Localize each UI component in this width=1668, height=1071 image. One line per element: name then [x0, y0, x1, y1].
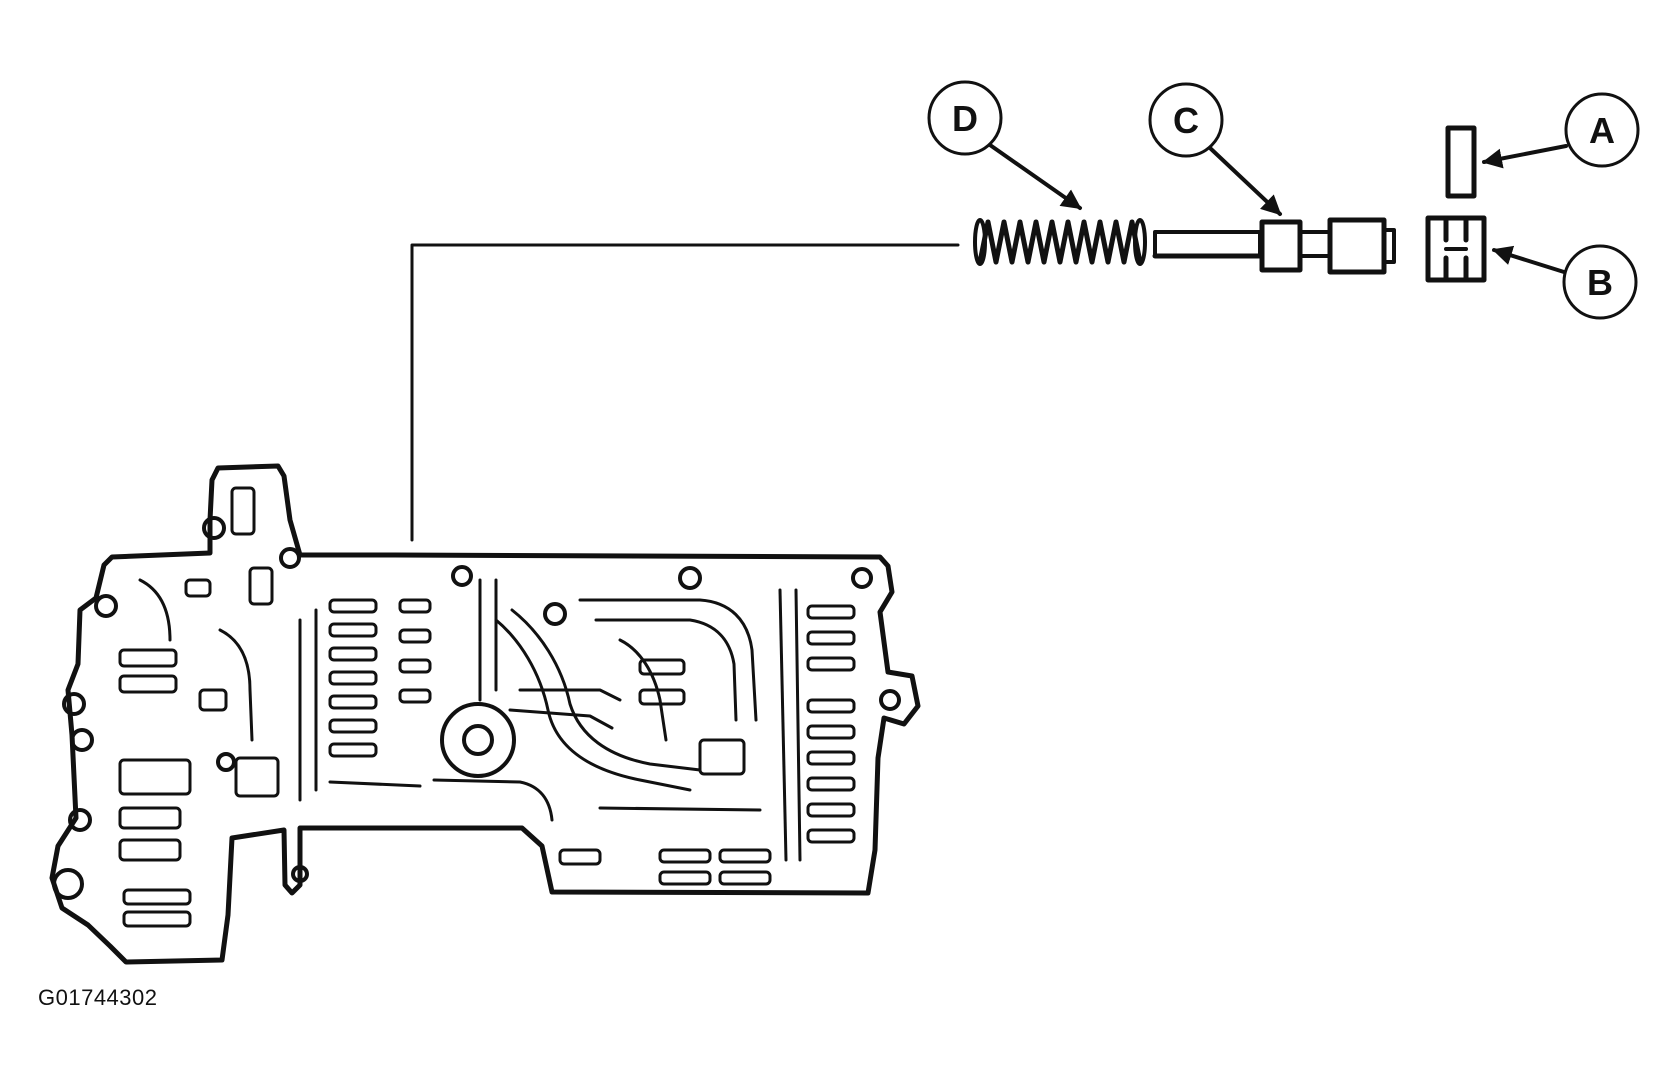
- retainer-part-a: [1445, 125, 1477, 199]
- callout-b-label: B: [1587, 262, 1613, 303]
- callout-d-label: D: [952, 98, 978, 139]
- spring-part-d: [973, 218, 1147, 266]
- callout-c: C: [1148, 82, 1282, 216]
- valve-part-c: [1152, 217, 1396, 275]
- slot-bank-center-left: [328, 598, 432, 758]
- leader-line: [410, 243, 960, 542]
- slot-bank-lower: [558, 658, 772, 886]
- slot-bank-right: [806, 604, 856, 844]
- callout-b: B: [1492, 244, 1638, 320]
- callout-c-label: C: [1173, 100, 1199, 141]
- plug-part-b: [1425, 215, 1487, 283]
- figure-id: G01744302: [38, 985, 158, 1010]
- valve-body: [49, 463, 921, 965]
- callout-a-label: A: [1589, 110, 1615, 151]
- callout-a: A: [1482, 92, 1640, 169]
- callout-d: D: [927, 80, 1082, 210]
